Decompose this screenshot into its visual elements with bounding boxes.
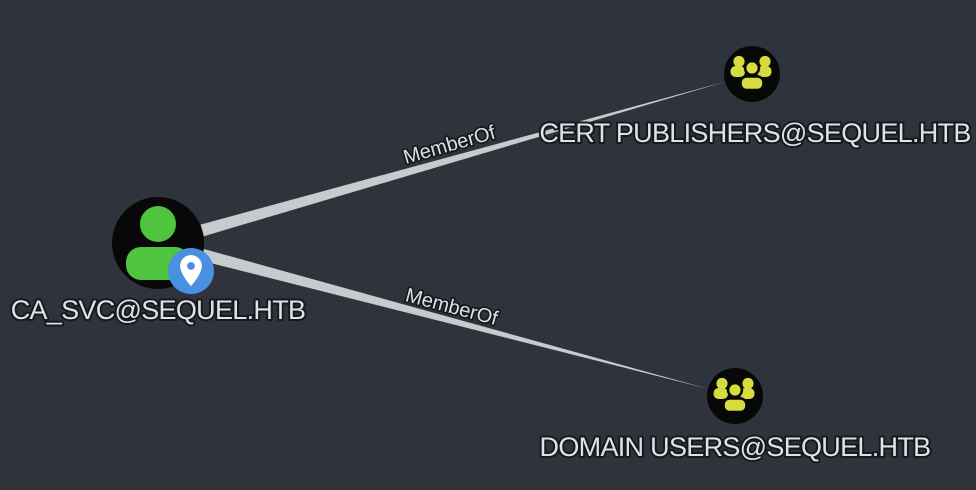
node-label-cert-publishers[interactable]: CERT PUBLISHERS@SEQUEL.HTB (537, 116, 973, 150)
edge-memberof-to-domain-users[interactable]: MemberOf (200, 249, 708, 389)
group-icon-right-head (759, 55, 771, 68)
group-icon-right-head (742, 377, 754, 390)
group-icon-center-head (743, 59, 761, 77)
group-icon-left-body (730, 66, 745, 77)
node-cert-publishers[interactable]: CERT PUBLISHERS@SEQUEL.HTB (537, 46, 973, 150)
group-icon-left-head (733, 55, 745, 68)
edge-line[interactable] (200, 81, 726, 237)
group-icon-right-body (740, 388, 755, 399)
group-icon (730, 55, 772, 92)
group-icon-center-body (722, 397, 748, 414)
group-icon-left-head (716, 377, 728, 390)
location-pin-icon (180, 255, 202, 287)
group-icon-center-head (726, 381, 744, 399)
group-icon (713, 377, 755, 414)
node-label-domain-users[interactable]: DOMAIN USERS@SEQUEL.HTB (538, 430, 934, 464)
edge-line[interactable] (200, 249, 708, 389)
group-icon-center-body (739, 75, 765, 92)
node-ca-svc[interactable]: CA_SVC@SEQUEL.HTB (9, 197, 308, 327)
group-icon-right-body (757, 66, 772, 77)
person-icon-head (140, 206, 176, 242)
location-pin-badge (168, 248, 214, 294)
node-label-ca-svc[interactable]: CA_SVC@SEQUEL.HTB (9, 293, 308, 327)
node-domain-users[interactable]: DOMAIN USERS@SEQUEL.HTB (538, 368, 934, 464)
group-icon-left-body (713, 388, 728, 399)
